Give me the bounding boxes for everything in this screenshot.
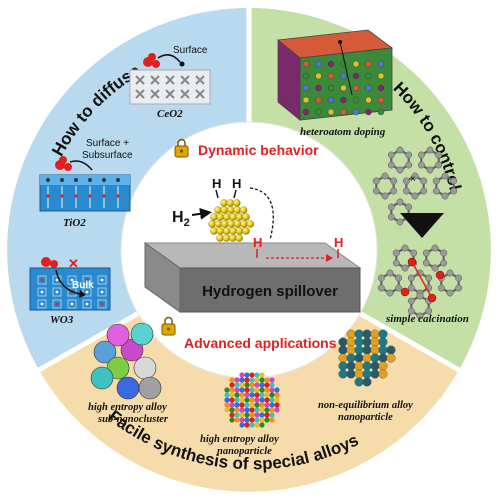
hea-subnanocluster (90, 322, 162, 400)
svg-text:Advanced applications: Advanced applications (184, 335, 337, 351)
neq-label-2: nanoparticle (338, 412, 393, 423)
ceo2-surface-note: Surface (173, 45, 208, 56)
hea-nanoparticle (224, 372, 280, 428)
slab-side (144, 242, 181, 313)
heteroatom-doping-label: heteroatom doping (300, 126, 386, 138)
ceo2-label: CeO2 (157, 108, 183, 120)
gold-nanoparticle (208, 199, 255, 242)
svg-text:×: × (410, 174, 416, 185)
molecule-bottom (377, 244, 463, 320)
down-triangle-icon (400, 213, 444, 238)
tio2-note-subsurface: Subsurface (82, 150, 133, 161)
hea-sub-label-2: sub-nanocluster (97, 414, 169, 425)
lock-icon (161, 316, 176, 336)
heteroatom-doping-panel: heteroatom doping (277, 29, 394, 138)
wo3-bulk-note: Bulk (72, 280, 94, 291)
neq-label-1: non-equilibrium alloy (318, 400, 413, 411)
molecule-top: × (372, 146, 458, 226)
hea-np-label-2: nanoparticle (217, 446, 272, 457)
tio2-note-surface: Surface + (86, 138, 129, 149)
spill-curved-arrow (249, 187, 274, 241)
h-atom-red-1: H (253, 235, 262, 250)
h2-label: H2 (172, 209, 190, 229)
h-atom-1: H (212, 176, 221, 191)
h2-arrow (191, 207, 212, 220)
hea-np-label-1: high entropy alloy (200, 434, 279, 445)
hea-sub-label-1: high entropy alloy (88, 402, 167, 413)
advanced-applications-label: Advanced applications (161, 316, 337, 351)
ceo2-panel: Surface CeO2 (129, 45, 211, 120)
spillover-center: Hydrogen spillover H2 H H H H (143, 176, 362, 313)
tio2-label: TiO2 (63, 217, 86, 229)
h-atom-2: H (232, 176, 241, 191)
hydrogen-spillover-label: Hydrogen spillover (202, 283, 338, 300)
svg-text:✕: ✕ (68, 256, 79, 271)
lock-icon (174, 138, 189, 158)
wo3-panel: ✕ Bulk WO3 (29, 256, 111, 326)
svg-text:Dynamic behavior: Dynamic behavior (198, 142, 319, 158)
non-equilibrium-nanoparticle (338, 329, 396, 387)
simple-calcination-label: simple calcination (385, 313, 469, 325)
dynamic-behavior-label: Dynamic behavior (174, 138, 319, 158)
tio2-panel: Surface + Subsurface TiO2 (39, 138, 133, 229)
h-atom-red-2: H (334, 235, 343, 250)
wo3-label: WO3 (50, 314, 74, 326)
